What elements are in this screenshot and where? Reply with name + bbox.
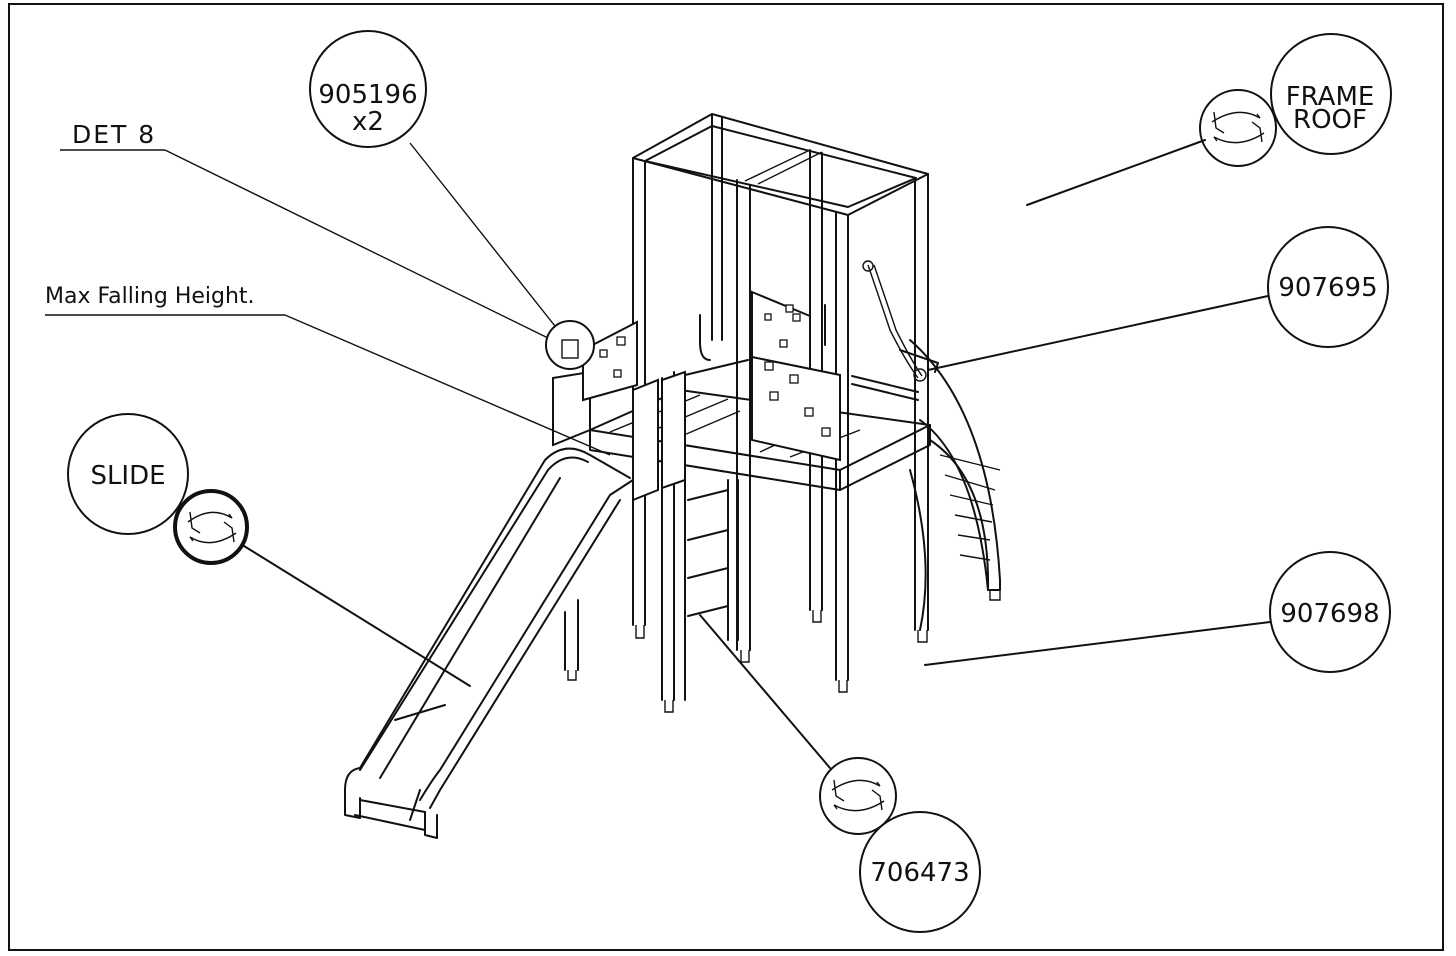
callout-907698-label: 907698	[1280, 599, 1379, 629]
max-falling-height-label: Max Falling Height.	[45, 284, 255, 309]
callout-905196-label: 905196	[318, 80, 417, 110]
callout-907695[interactable]: 907695	[927, 226, 1389, 371]
play-tower	[552, 113, 1001, 713]
roof-label: ROOF	[1293, 105, 1367, 135]
rotate-view-icon	[831, 779, 885, 812]
callout-max-falling-height: Max Falling Height.	[45, 284, 611, 456]
callout-905196[interactable]: 905196 x2	[309, 30, 595, 370]
callout-706473[interactable]: 706473	[699, 614, 981, 933]
frame-label: FRAME	[1286, 82, 1375, 112]
callout-det-8[interactable]: DET 8	[60, 120, 549, 339]
slide	[344, 447, 634, 839]
callout-907698[interactable]: 907698	[924, 551, 1391, 673]
callout-905196-qty: x2	[352, 107, 384, 137]
callout-frame-roof[interactable]: FRAME ROOF	[1026, 33, 1392, 206]
callout-slide[interactable]: SLIDE	[67, 413, 471, 687]
rotate-view-icon	[187, 511, 237, 544]
callout-907695-label: 907695	[1278, 273, 1377, 303]
callout-706473-label: 706473	[870, 858, 969, 888]
drawing-border	[8, 3, 1444, 951]
slide-label: SLIDE	[90, 461, 165, 491]
rotate-view-icon	[1211, 111, 1265, 144]
det-8-label: DET 8	[72, 120, 156, 149]
